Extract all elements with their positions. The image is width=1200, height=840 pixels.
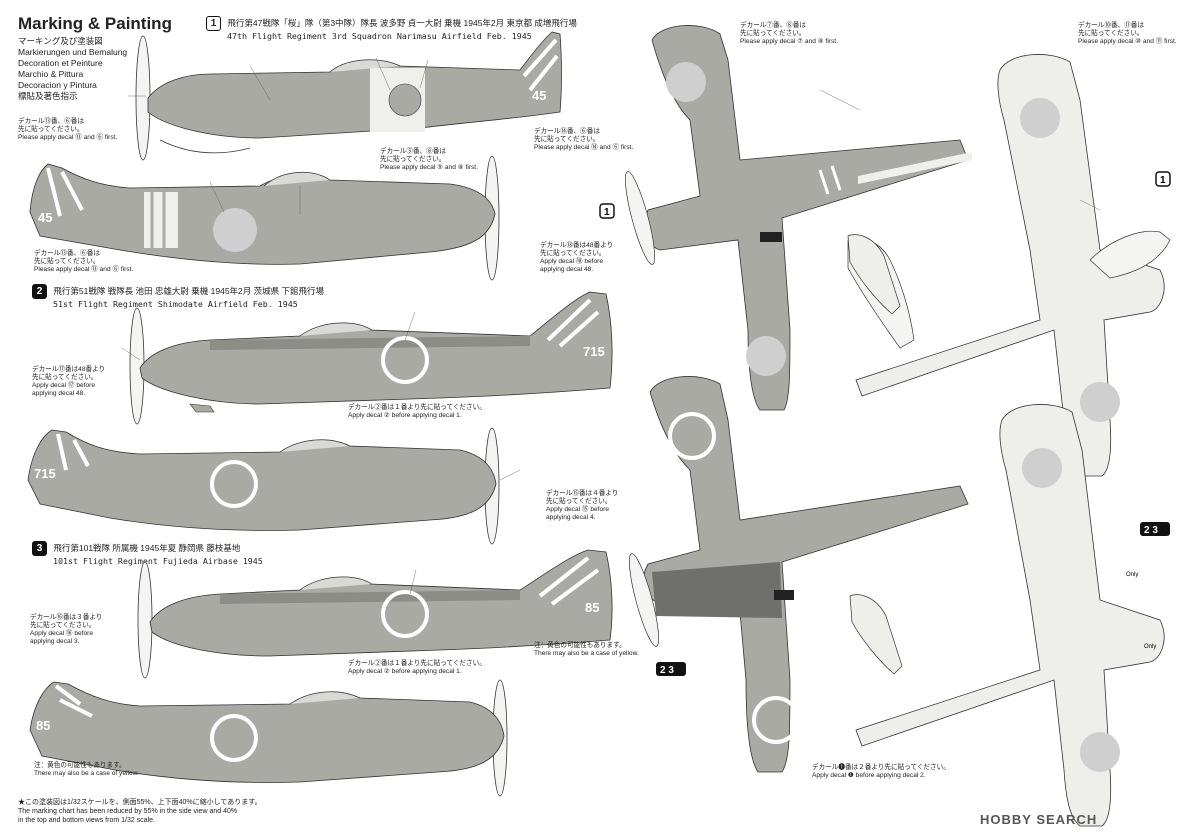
decal-note: デカール⑮番は４番より 先に貼ってください。 Apply decal ⑮ bef…	[546, 490, 619, 521]
callout-lines	[121, 57, 1101, 595]
scheme-jp: 飛行第47戦隊「桜」隊（第3中隊）隊長 波多野 貞一大尉 乗機 1945年2月 …	[227, 17, 577, 28]
lang-es: Decoracion y Pintura	[18, 80, 97, 90]
scheme-jp: 飛行第101戦隊 所属機 1945年夏 静岡県 藤枝基地	[53, 542, 241, 553]
scheme2-side-lower: 715	[27, 427, 500, 545]
scheme-1-header: 1 飛行第47戦隊「桜」隊（第3中隊）隊長 波多野 貞一大尉 乗機 1945年2…	[206, 16, 577, 42]
decal-note: デカール⑦番、⑧番は 先に貼ってください。 Please apply decal…	[740, 22, 838, 45]
decal-note: デカール⑤番、⑧番は 先に貼ってください。 Please apply decal…	[380, 148, 478, 171]
scheme-badge: 2 3	[1144, 525, 1158, 536]
scheme3-side-upper: 85	[137, 549, 613, 679]
scheme-en: 101st Flight Regiment Fujieda Airbase 19…	[53, 556, 263, 566]
tail-code: 45	[38, 210, 52, 225]
decal-note: デカール⑩番、⑪番は 先に貼ってください。 Please apply decal…	[1078, 22, 1177, 45]
watermark: HOBBY SEARCH	[980, 812, 1098, 827]
scheme1-side-lower: 45	[29, 155, 500, 281]
tail-code: 715	[583, 344, 605, 359]
scheme1-side-upper: 45	[135, 31, 562, 161]
scheme-badge: 1	[1160, 175, 1166, 186]
scheme23-plan-top	[629, 376, 969, 773]
lang-jp: マーキング及び塗装図	[18, 36, 103, 46]
scheme-en: 47th Flight Regiment 3rd Squadron Narima…	[227, 31, 532, 41]
tail-plan-left	[847, 234, 903, 675]
only-label: Only	[1144, 644, 1156, 650]
scheme2-side-upper: 715	[129, 291, 613, 425]
scheme-jp: 飛行第51戦隊 戦隊長 池田 忠雄大尉 乗機 1945年2月 茨城県 下館飛行場	[53, 285, 324, 296]
scheme-3-header: 3 飛行第101戦隊 所属機 1945年夏 静岡県 藤枝基地 101st Fli…	[32, 541, 263, 567]
scheme23-plan-bottom	[855, 404, 1165, 827]
scheme1-plan-top	[625, 25, 972, 411]
decal-note: デカール⑱番は48番より 先に貼ってください。 Apply decal ⑱ be…	[540, 242, 614, 273]
page-title: Marking & Painting	[18, 14, 172, 33]
decal-note: デカール⑯番は３番より 先に貼ってください。 Apply decal ⑯ bef…	[30, 614, 103, 645]
only-label: Only	[1126, 572, 1138, 578]
decal-note: デカール⑰番は48番より 先に貼ってください。 Apply decal ⑰ be…	[32, 366, 106, 397]
lang-it: Marchio & Pittura	[18, 69, 84, 79]
yellow-note: 注：黄色の可能性もあります。 There may also be a case …	[34, 762, 139, 777]
scheme3-side-lower: 85	[29, 679, 508, 797]
decal-note: デカール⑭番、⑥番は 先に貼ってください。 Please apply decal…	[534, 128, 634, 151]
tail-code: 715	[34, 466, 56, 481]
decal-note: デカール②番は１番より先に貼ってください。 Apply decal ② befo…	[348, 660, 486, 675]
decal-note: デカール⑬番、⑥番は 先に貼ってください。 Please apply decal…	[34, 250, 134, 273]
tail-code: 85	[585, 600, 599, 615]
tail-code: 85	[36, 718, 50, 733]
scheme1-plan-bottom	[855, 54, 1171, 477]
language-list: マーキング及び塗装図 Markierungen und Bemalung Dec…	[18, 36, 127, 102]
lang-cn: 標貼及著色指示	[18, 91, 78, 101]
decal-note: デカール❶番は２番より先に貼ってください。 Apply decal ❶ befo…	[812, 764, 950, 779]
lang-de: Markierungen und Bemalung	[18, 47, 128, 57]
scheme-2-header: 2 飛行第51戦隊 戦隊長 池田 忠雄大尉 乗機 1945年2月 茨城県 下館飛…	[32, 284, 324, 310]
tail-code: 45	[532, 88, 546, 103]
scheme-en: 51st Flight Regiment Shimodate Airfield …	[53, 299, 298, 309]
decal-note: デカール⑬番、⑥番は 先に貼ってください。 Please apply decal…	[18, 118, 118, 141]
scale-footnote: ★この塗装図は1/32スケールを、側面55%、上下面40%に縮小してあります。 …	[18, 799, 262, 824]
scheme-badge: 1	[604, 207, 610, 218]
scheme-badge: 2 3	[660, 665, 674, 676]
yellow-note: 注：黄色の可能性もあります。 There may also be a case …	[534, 642, 639, 657]
plan-badges: 1 1 2 3 2 3 Only Only	[599, 171, 1171, 676]
decal-note: デカール②番は１番より先に貼ってください。 Apply decal ② befo…	[348, 404, 486, 419]
lang-fr: Decoration et Peinture	[18, 58, 103, 68]
